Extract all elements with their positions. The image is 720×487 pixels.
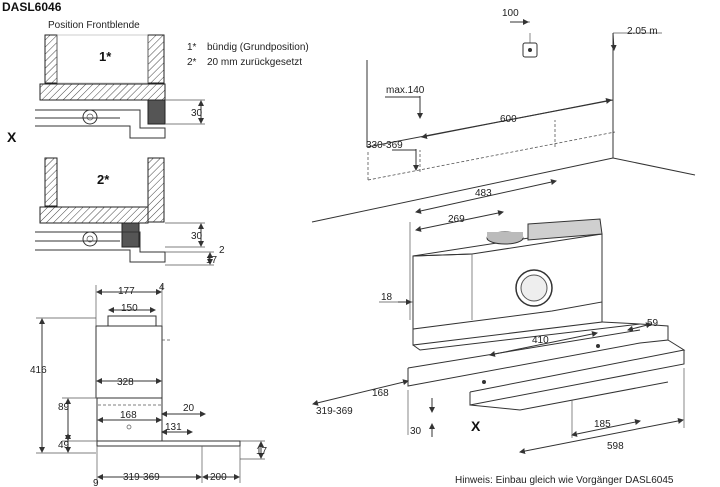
dim-168-iso: 168 bbox=[372, 388, 389, 399]
dim-168: 168 bbox=[120, 410, 137, 421]
front-panel-title: Position Frontblende bbox=[48, 20, 140, 31]
dim-410: 410 bbox=[532, 335, 549, 346]
dim-59: 59 bbox=[647, 318, 659, 329]
iso-hood: 483 269 18 410 59 168 bbox=[312, 179, 686, 454]
dim-416: 416 bbox=[30, 365, 47, 376]
dim-2: 2 bbox=[219, 245, 225, 256]
dim-185: 185 bbox=[594, 419, 611, 430]
dim-600: 600 bbox=[500, 114, 517, 125]
dim-269: 269 bbox=[448, 214, 465, 225]
dim-328: 328 bbox=[117, 377, 134, 388]
dim-9: 9 bbox=[93, 478, 99, 487]
dim-177: 177 bbox=[118, 286, 135, 297]
dim-30-b: 30 bbox=[191, 231, 203, 242]
dim-30-iso: 30 bbox=[410, 426, 422, 437]
model-title: DASL6046 bbox=[2, 0, 62, 14]
dim-131: 131 bbox=[165, 422, 182, 433]
legend-key-1: 1* bbox=[187, 42, 197, 53]
dim-17-a: 17 bbox=[206, 255, 218, 266]
dim-150: 150 bbox=[121, 303, 138, 314]
legend-key-2: 2* bbox=[187, 57, 197, 68]
dim-200: 200 bbox=[210, 472, 227, 483]
dim-89: 89 bbox=[58, 402, 70, 413]
dim-100: 100 bbox=[502, 8, 519, 19]
dim-2-05m: 2.05 m bbox=[627, 26, 658, 37]
x-mark-main: X bbox=[471, 418, 481, 434]
dim-319-369-side: 319-369 bbox=[123, 472, 160, 483]
dim-max140: max.140 bbox=[386, 85, 425, 96]
position-2-mark: 2* bbox=[97, 172, 110, 187]
x-mark-left: X bbox=[7, 129, 17, 145]
detail-position-1: 1* 30 bbox=[35, 34, 205, 139]
dim-483: 483 bbox=[475, 188, 492, 199]
dim-4: 4 bbox=[159, 282, 165, 293]
iso-cabinet: 100 2.05 m max.140 600 330-369 bbox=[311, 8, 696, 223]
side-view: 177 4 150 416 328 89 49 168 20 131 17 bbox=[30, 282, 268, 487]
dim-18: 18 bbox=[381, 292, 393, 303]
dim-49: 49 bbox=[58, 440, 70, 451]
dim-319-369-iso: 319-369 bbox=[316, 406, 353, 417]
legend-text-1: bündig (Grundposition) bbox=[207, 42, 309, 53]
dim-20: 20 bbox=[183, 403, 195, 414]
legend-text-2: 20 mm zurückgesetzt bbox=[207, 57, 302, 68]
position-1-mark: 1* bbox=[99, 49, 112, 64]
legend: 1* bündig (Grundposition) 2* 20 mm zurüc… bbox=[187, 42, 309, 68]
dim-330-369: 330-369 bbox=[366, 140, 403, 151]
dim-30-a: 30 bbox=[191, 108, 203, 119]
dim-17-b: 17 bbox=[256, 446, 268, 457]
installation-note: Hinweis: Einbau gleich wie Vorgänger DAS… bbox=[455, 475, 674, 486]
detail-position-2: 2* 30 2 17 bbox=[35, 157, 225, 266]
dim-598: 598 bbox=[607, 441, 624, 452]
